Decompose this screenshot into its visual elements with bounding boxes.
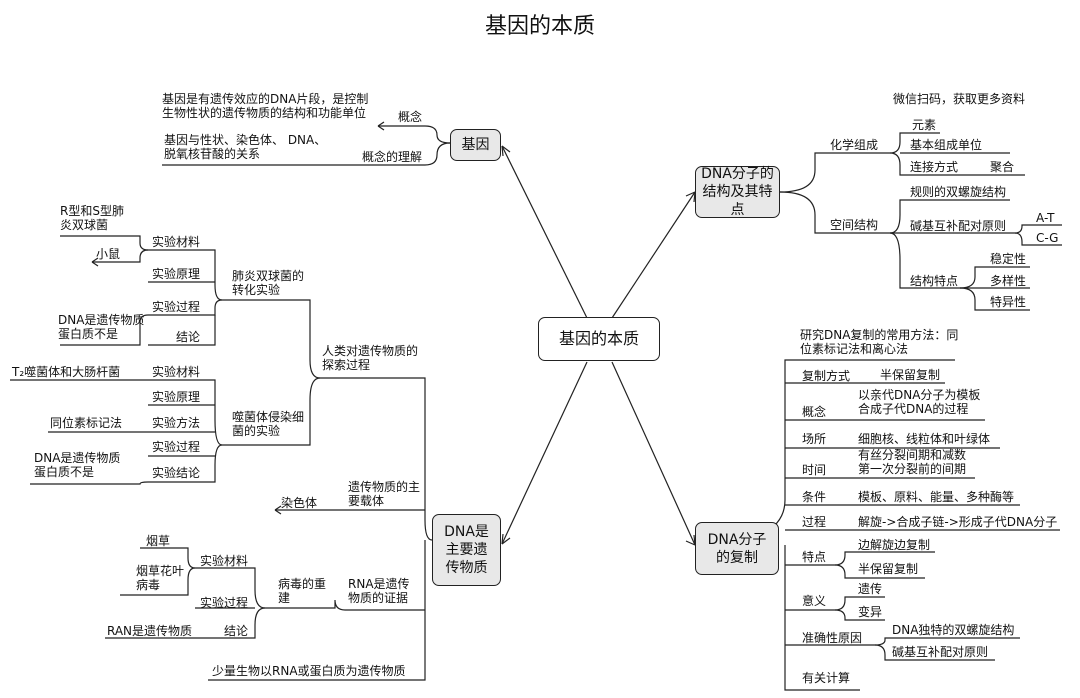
exp-material-3: 实验材料	[200, 554, 249, 568]
exp-material-1: 实验材料	[152, 235, 201, 249]
replication-meaning: 意义	[802, 594, 827, 608]
exp-process-1: 实验过程	[152, 300, 201, 314]
semi-conservative: 半保留复制	[880, 368, 941, 382]
accuracy-pairing: 碱基互补配对原则	[892, 645, 989, 659]
conclusion-1: 结论	[176, 330, 201, 344]
stability: 稳定性	[990, 252, 1027, 266]
conclusion-3: 结论	[224, 624, 249, 638]
accuracy-helix: DNA独特的双螺旋结构	[892, 623, 1015, 637]
replication-condition-text: 模板、原料、能量、多种酶等	[858, 490, 1015, 504]
exp-method: 实验方法	[152, 416, 201, 430]
isotope-labeling: 同位素标记法	[50, 416, 123, 430]
structure-feature: 结构特点	[910, 274, 959, 288]
accuracy-reason: 准确性原因	[802, 631, 863, 645]
polymer: 聚合	[990, 160, 1015, 174]
phage-experiment: 噬菌体侵染细菌的实验	[232, 410, 305, 438]
replication-process-text: 解旋->合成子链->形成子代DNA分子	[858, 515, 1058, 529]
element: 元素	[912, 118, 937, 132]
meaning-heredity: 遗传	[858, 582, 883, 596]
double-helix: 规则的双螺旋结构	[910, 185, 1007, 199]
exp-principle-2: 实验原理	[152, 390, 201, 404]
center-node: 基因的本质	[538, 317, 660, 361]
gene-understanding-label: 概念的理解	[362, 150, 423, 164]
explore-process: 人类对遗传物质的探索过程	[322, 344, 419, 372]
exp-process-2: 实验过程	[152, 440, 201, 454]
replication-concept: 概念	[802, 405, 827, 419]
dna-conclusion-2: DNA是遗传物质蛋白质不是	[34, 451, 121, 479]
replication-mode: 复制方式	[802, 369, 851, 383]
main-carrier: 遗传物质的主要载体	[348, 480, 421, 508]
dna-conclusion-1: DNA是遗传物质蛋白质不是	[58, 313, 145, 341]
exp-process-3: 实验过程	[200, 596, 249, 610]
tobacco: 烟草	[146, 534, 171, 548]
related-calc: 有关计算	[802, 671, 851, 685]
replication-condition: 条件	[802, 490, 827, 504]
replication-place: 场所	[802, 432, 827, 446]
specificity: 特异性	[990, 295, 1027, 309]
node-dna-replication: DNA分子的复制	[695, 522, 779, 575]
replication-method: 研究DNA复制的常用方法：同位素标记法和离心法	[800, 328, 959, 356]
node-dna-material: DNA是主要遗传物质	[432, 514, 501, 586]
meaning-variation: 变异	[858, 605, 883, 619]
node-gene: 基因	[450, 129, 501, 161]
ran-conclusion: RAN是遗传物质	[107, 624, 193, 638]
basic-unit: 基本组成单位	[910, 138, 983, 152]
node-dna-structure: DNA分子的结构及其特点	[695, 166, 780, 218]
replication-concept-text: 以亲代DNA分子为模板合成子代DNA的过程	[858, 388, 981, 416]
pneumo-experiment: 肺炎双球菌的转化实验	[232, 269, 305, 297]
feature-unwind: 边解旋边复制	[858, 538, 931, 552]
wechat-note: 微信扫码，获取更多资料	[893, 92, 1026, 106]
exp-principle-1: 实验原理	[152, 267, 201, 281]
exp-material-2: 实验材料	[152, 365, 201, 379]
page-title: 基因的本质	[484, 14, 595, 39]
tmv: 烟草花叶病毒	[136, 564, 185, 592]
gene-concept-label: 概念	[398, 110, 423, 124]
chem-composition: 化学组成	[830, 138, 879, 152]
virus-rebuild: 病毒的重建	[278, 577, 327, 605]
feature-semi: 半保留复制	[858, 562, 919, 576]
exp-conclusion-2: 实验结论	[152, 466, 201, 480]
rs-bacteria: R型和S型肺炎双球菌	[60, 204, 124, 232]
t2-phage: T₂噬菌体和大肠杆菌	[12, 365, 121, 379]
chromosome: 染色体	[281, 496, 318, 510]
gene-concept-text: 基因是有遗传效应的DNA片段，是控制生物性状的遗传物质的结构和功能单位	[162, 92, 369, 120]
replication-time: 时间	[802, 463, 827, 477]
pair-at: A-T	[1036, 211, 1055, 225]
gene-understanding-text: 基因与性状、染色体、 DNA、脱氧核苷酸的关系	[164, 133, 327, 161]
diversity: 多样性	[990, 274, 1027, 288]
few-organisms: 少量生物以RNA或蛋白质为遗传物质	[212, 664, 406, 678]
rna-evidence: RNA是遗传物质的证据	[348, 577, 410, 605]
replication-place-text: 细胞核、线粒体和叶绿体	[858, 432, 991, 446]
replication-process: 过程	[802, 515, 827, 529]
base-pairing: 碱基互补配对原则	[910, 219, 1007, 233]
pair-cg: C-G	[1036, 231, 1059, 245]
replication-feature: 特点	[802, 550, 827, 564]
mouse: 小鼠	[96, 247, 121, 261]
replication-time-text: 有丝分裂间期和减数第一次分裂前的间期	[858, 448, 967, 476]
space-structure: 空间结构	[830, 218, 879, 232]
connect-mode: 连接方式	[910, 160, 959, 174]
